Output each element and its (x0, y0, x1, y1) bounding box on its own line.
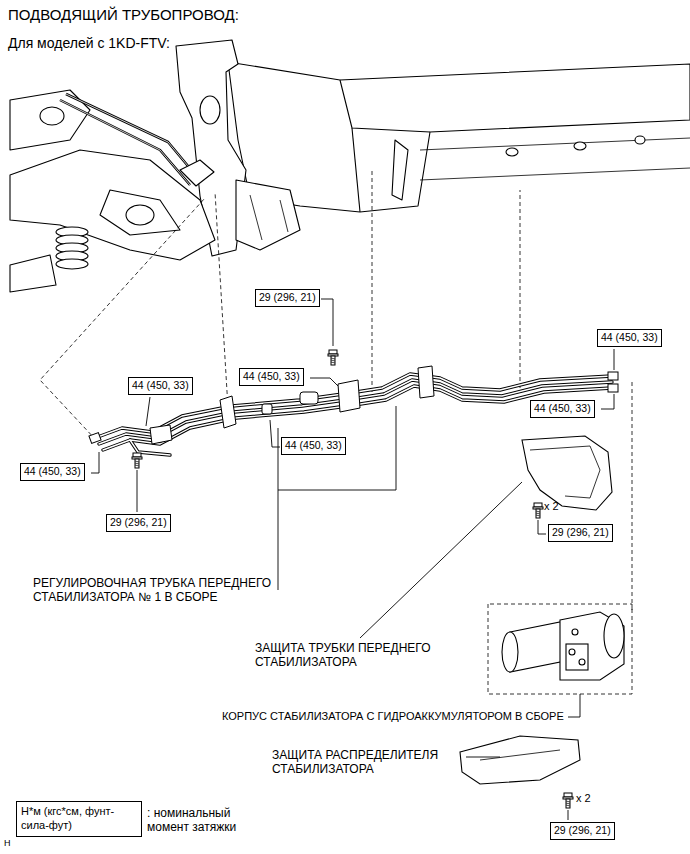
torque-box: 44 (450, 33) (530, 400, 595, 418)
torque-value: Н*м (кгс*см, фунт-сила-фут) (21, 805, 114, 831)
coil-spring (56, 227, 88, 269)
torque-value: 44 (450, 33) (601, 331, 658, 343)
quantity-note: x 2 (544, 500, 559, 513)
torque-box: 44 (450, 33) (239, 368, 304, 386)
part-name: РЕГУЛИРОВОЧНАЯ ТРУБКА ПЕРЕДНЕГО СТАБИЛИЗ… (33, 576, 273, 605)
figure-code: H (4, 838, 11, 849)
torque-value: 44 (450, 33) (285, 439, 342, 451)
frame-rail (228, 62, 690, 212)
torque-value: 29 (296, 21) (110, 516, 167, 528)
torque-box: 44 (450, 33) (20, 463, 85, 481)
page-title: ПОДВОДЯЩИЙ ТРУБОПРОВОД: (8, 6, 239, 24)
torque-value: 44 (450, 33) (132, 379, 189, 391)
part-name: ЗАЩИТА РАСПРЕДЕЛИТЕЛЯ СТАБИЛИЗАТОРА (272, 748, 462, 777)
torque-box: 44 (450, 33) (281, 437, 346, 455)
legend-text: : номинальный момент затяжки (147, 806, 257, 835)
torque-value: 29 (296, 21) (259, 291, 316, 303)
legend-box: Н*м (кгс*см, фунт-сила-фут) (16, 801, 142, 837)
torque-box: 44 (450, 33) (597, 329, 662, 347)
subtitle: Для моделей с 1KD-FTV: (8, 35, 170, 52)
torque-value: 29 (296, 21) (552, 526, 609, 538)
suspension-arm (10, 150, 215, 260)
stabilizer-housing (502, 612, 624, 680)
torque-box: 29 (296, 21) (548, 524, 613, 542)
torque-value: 29 (296, 21) (554, 824, 611, 836)
pipe-guard (522, 436, 612, 510)
torque-value: 44 (450, 33) (24, 465, 81, 477)
part-name: ЗАЩИТА ТРУБКИ ПЕРЕДНЕГО СТАБИЛИЗАТОРА (255, 641, 445, 670)
part-name: КОРПУС СТАБИЛИЗАТОРА С ГИДРОАККУМУЛЯТОРО… (222, 710, 564, 723)
quantity-note: x 2 (576, 792, 591, 805)
leader-lines (91, 299, 614, 820)
torque-box: 29 (296, 21) (550, 822, 615, 840)
torque-value: 44 (450, 33) (243, 370, 300, 382)
distributor-guard (460, 736, 580, 784)
torque-value: 44 (450, 33) (534, 402, 591, 414)
torque-box: 44 (450, 33) (128, 377, 193, 395)
torque-box: 29 (296, 21) (106, 514, 171, 532)
torque-box: 29 (296, 21) (255, 289, 320, 307)
